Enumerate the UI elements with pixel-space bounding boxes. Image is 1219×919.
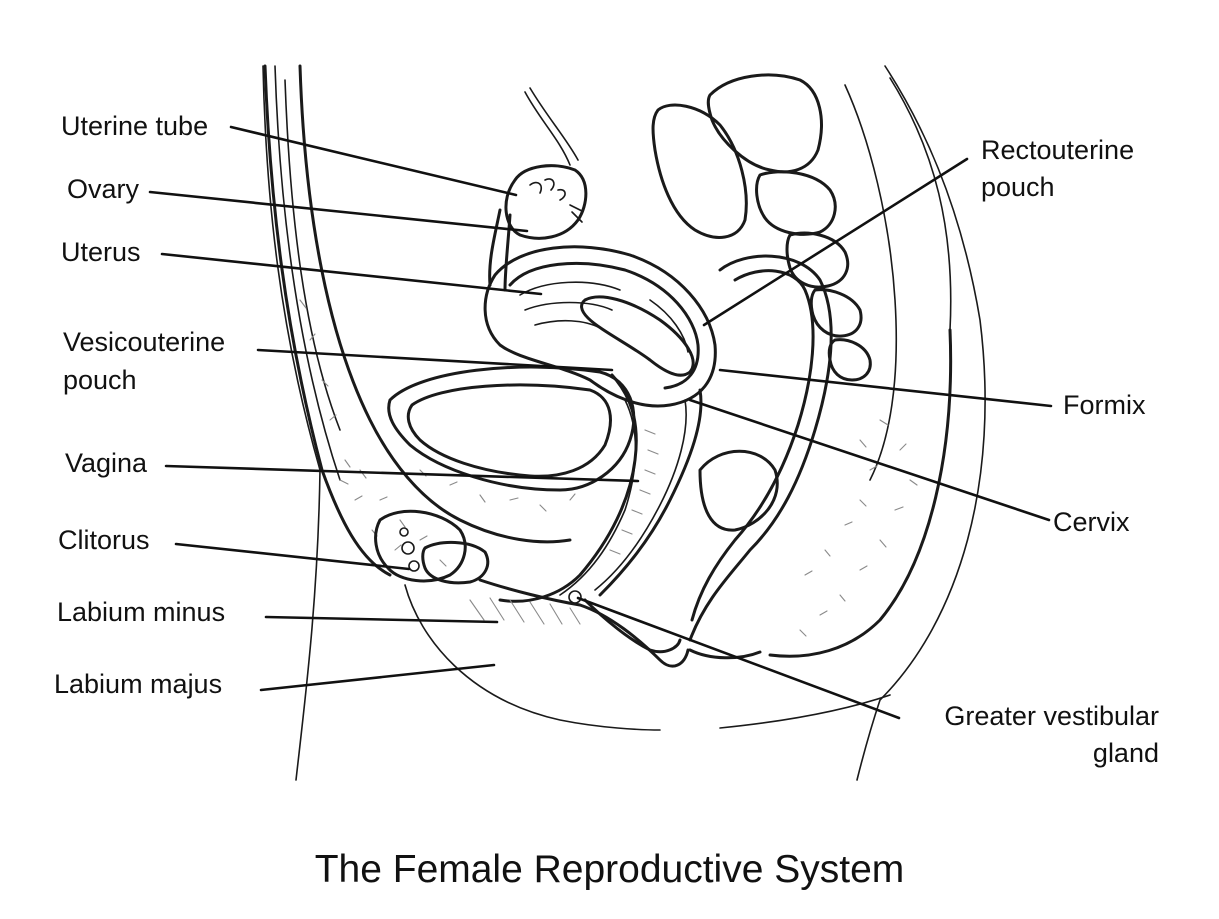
leader-clitorus [174, 542, 411, 571]
leader-formix [718, 368, 1053, 408]
leader-vesicouterine [256, 348, 614, 372]
label-rectouterine-line2: pouch [981, 172, 1055, 202]
label-vesicouterine-line2: pouch [63, 365, 137, 395]
diagram-title: The Female Reproductive System [314, 848, 905, 891]
label-uterine-tube: Uterine tube [61, 111, 209, 141]
rectum [688, 254, 833, 642]
label-clitorus: Clitorus [58, 525, 150, 555]
labia [469, 578, 762, 668]
label-formix: Formix [1063, 390, 1146, 420]
label-vagina: Vagina [65, 448, 148, 478]
label-ovary: Ovary [67, 174, 140, 204]
leader-uterus [160, 252, 543, 296]
leader-labium-minus [264, 615, 499, 624]
leader-labium-majus [259, 663, 496, 692]
leader-vagina [164, 464, 640, 483]
leader-uterine-tube [229, 125, 518, 197]
vagina [498, 373, 703, 603]
leader-cervix [688, 398, 1051, 522]
posterior-fat [768, 328, 953, 658]
leader-rectouterine [702, 157, 969, 327]
label-labium-majus: Labium majus [54, 669, 223, 699]
uterus [483, 245, 717, 408]
body-outline [262, 65, 986, 781]
leader-lines [148, 125, 1053, 720]
label-vesicouterine-line1: Vesicouterine [63, 327, 226, 357]
label-uterus: Uterus [61, 237, 141, 267]
label-vestibular-line1: Greater vestibular [944, 701, 1159, 731]
label-labium-minus: Labium minus [57, 597, 226, 627]
sacrum [651, 73, 898, 481]
leader-ovary [148, 190, 529, 233]
label-vestibular-line2: gland [1092, 738, 1159, 768]
abdominal-wall [263, 64, 572, 577]
uterine-tube-ovary [488, 87, 588, 292]
label-cervix: Cervix [1053, 507, 1130, 537]
pubic-region [374, 509, 490, 585]
label-rectouterine-line1: Rectouterine [981, 135, 1135, 165]
bladder [387, 365, 636, 512]
leader-vestibular [576, 596, 901, 720]
